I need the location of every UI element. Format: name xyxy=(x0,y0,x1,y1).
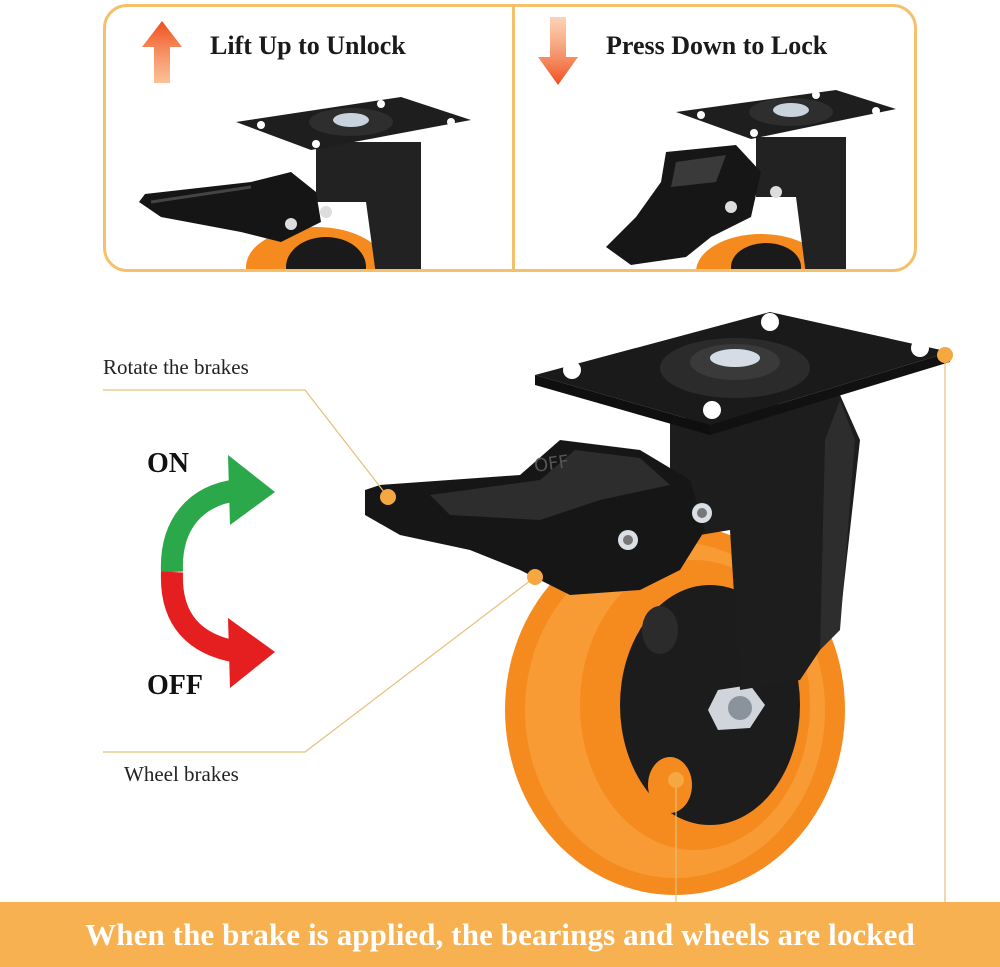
off-label: OFF xyxy=(147,670,203,701)
plate-marker xyxy=(937,347,953,363)
caster-locked-image xyxy=(606,90,896,269)
panel-divider xyxy=(512,7,515,269)
lock-title: Press Down to Lock xyxy=(606,31,828,60)
unlock-title: Lift Up to Unlock xyxy=(210,31,406,60)
banner-text: When the brake is applied, the bearings … xyxy=(85,916,915,952)
down-arrow-icon xyxy=(538,17,578,85)
svg-text:OFF: OFF xyxy=(533,451,570,477)
rotate-brakes-label: Rotate the brakes xyxy=(103,355,249,379)
on-label: ON xyxy=(147,448,189,479)
wheel-brake-marker xyxy=(527,569,543,585)
top-comparison-panel: Lift Up to Unlock Press Down to Lock xyxy=(103,4,917,272)
rotation-arrow-icon xyxy=(160,455,275,688)
bottom-banner: When the brake is applied, the bearings … xyxy=(0,902,1000,967)
wheel-marker xyxy=(668,772,684,788)
rotate-brake-marker xyxy=(380,489,396,505)
caster-unlocked-image xyxy=(139,97,471,269)
up-arrow-icon xyxy=(142,21,182,83)
wheel-brakes-label: Wheel brakes xyxy=(124,762,239,786)
main-caster-image: OFF xyxy=(365,312,950,895)
